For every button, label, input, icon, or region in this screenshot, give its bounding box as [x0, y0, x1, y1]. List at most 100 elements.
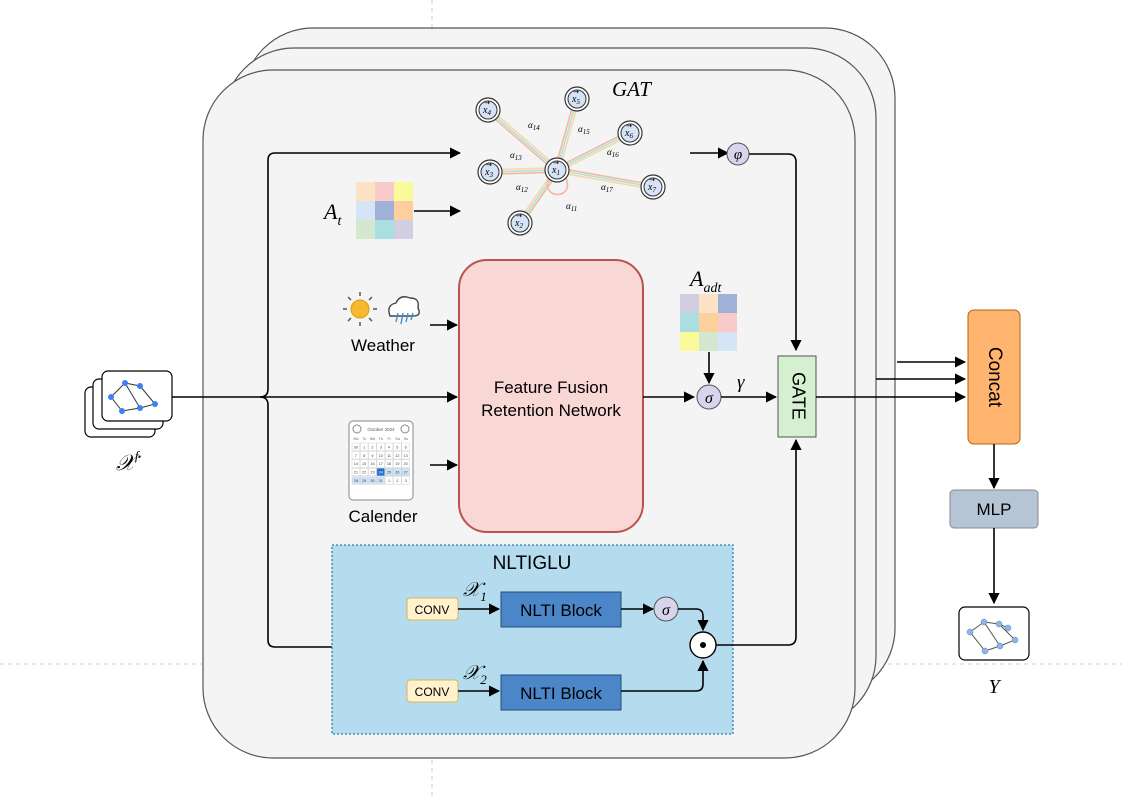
nltiglu-label: NLTIGLU	[493, 553, 572, 574]
gat-node-label: x4	[482, 105, 491, 117]
concat-label: Concat	[984, 347, 1005, 408]
calendar-day-number: 21	[354, 471, 358, 475]
gat-node-x1: x1→	[544, 157, 570, 183]
gat-node-label: x1	[551, 165, 560, 177]
calendar-day-number: 30	[354, 445, 358, 449]
calendar-day-number: 30	[370, 479, 374, 483]
gat-node-x7: x7→	[640, 174, 666, 200]
gat-node-core	[478, 100, 498, 120]
nlti-block-2-label: NLTI Block	[520, 684, 602, 703]
gat-node-label: x7	[647, 182, 656, 194]
gat-edge-x6	[556, 132, 631, 171]
calendar-day-number: 1	[363, 445, 365, 449]
sigma-to-product-arrow	[678, 608, 709, 632]
a-adt-matrix	[680, 294, 737, 351]
gat-node-x3: x3→	[477, 159, 503, 185]
calendar-weekday: We	[370, 437, 375, 441]
calendar-day-cell	[360, 468, 369, 477]
gat-edge-x7	[557, 167, 654, 186]
gat-node-core	[480, 162, 500, 182]
calendar-day-cell	[376, 451, 385, 460]
calendar-day-number: 4	[388, 445, 390, 449]
ffrn-label-line1: Feature Fusion	[494, 378, 608, 397]
gat-node-label: x3	[484, 167, 493, 179]
gat-node-core	[643, 177, 663, 197]
calendar-day-cell	[385, 468, 394, 477]
gat-node-label: x5	[571, 94, 580, 106]
calendar-day-number: 3	[380, 445, 382, 449]
calendar-day-cell	[360, 459, 369, 468]
calendar-day-cell	[385, 451, 394, 460]
calendar-day-number: 2	[371, 445, 373, 449]
calendar-day-cell	[401, 442, 410, 451]
conv-label-1: CONV	[415, 603, 450, 617]
calendar-day-number: 22	[362, 471, 366, 475]
calendar-day-cell	[368, 451, 377, 460]
gat-edge-x7	[556, 169, 654, 188]
gat-edge-x4	[486, 111, 557, 173]
nlti-block-2	[500, 674, 622, 711]
nlti2-to-product-arrow	[621, 659, 709, 692]
calendar-day-number: 1	[388, 479, 390, 483]
weather-label: Weather	[351, 336, 415, 355]
calendar-day-number: 31	[379, 479, 383, 483]
gat-title: GAT	[612, 77, 652, 101]
calendar-day-number: 10	[379, 454, 383, 458]
gat-self-loop	[546, 177, 569, 196]
sigma-label-2: σ	[662, 602, 671, 619]
calendar-day-number: 27	[404, 471, 408, 475]
ffrn-block	[458, 259, 644, 533]
calendar-day-number: 14	[354, 462, 358, 466]
calendar-month: October 2024	[367, 427, 395, 432]
calendar-day-cell	[385, 459, 394, 468]
gat-node-core	[547, 160, 567, 180]
gat-node-core	[620, 123, 640, 143]
phi-to-gate-arrow	[749, 153, 802, 352]
calendar-day-number: 9	[371, 454, 373, 458]
calendar-day-cell	[351, 451, 360, 460]
calendar-day-cell	[376, 442, 385, 451]
calendar-day-number: 12	[395, 454, 399, 458]
gat-edge-label-16: α16	[607, 147, 619, 159]
calendar-day-cell	[393, 468, 402, 477]
calendar-day-number: 25	[387, 471, 391, 475]
calendar-day-number: 5	[396, 445, 398, 449]
calendar-weekday: Mo	[354, 437, 359, 441]
calendar-day-cell	[368, 459, 377, 468]
calendar-day-number: 17	[379, 462, 383, 466]
gate-block	[777, 355, 817, 438]
gat-edge-label-15: α15	[578, 124, 590, 136]
calendar-day-number: 23	[370, 471, 374, 475]
calendar-day-cell	[393, 476, 402, 485]
calendar-day-cell	[401, 459, 410, 468]
gat-edge-x4	[487, 109, 558, 171]
gat-edge-x4	[488, 107, 559, 169]
output-label: Y	[988, 676, 1001, 698]
gat-node-vector-arrow: →	[553, 159, 559, 167]
a-adt-label: Aadt	[688, 266, 722, 296]
gat-nodes: x1→x2→x3→x4→x5→x6→x7→	[475, 86, 666, 236]
sun-icon	[343, 292, 377, 326]
gat-edge-label-11: α11	[566, 201, 577, 213]
calendar-day-number: 26	[395, 471, 399, 475]
calendar-label: Calender	[349, 507, 418, 526]
calendar-weekday: Sa	[395, 437, 399, 441]
gat-edge-label-13: α13	[510, 150, 522, 162]
gat-node-x4: x4→	[475, 97, 501, 123]
calendar-day-number: 6	[405, 445, 407, 449]
output-graph	[958, 606, 1030, 661]
calendar-day-cell	[368, 476, 377, 485]
gat-node-x6: x6→	[617, 120, 643, 146]
mlp-label: MLP	[977, 500, 1012, 519]
sigma-label: σ	[705, 390, 714, 407]
calendar-day-number: 19	[395, 462, 399, 466]
calendar-weekday: Tu	[362, 437, 366, 441]
calendar-day-cell	[401, 451, 410, 460]
elementwise-product-dot	[700, 642, 706, 648]
gate-label: GATE	[788, 372, 808, 420]
conv-label-2: CONV	[415, 685, 450, 699]
calendar-day-cell	[360, 476, 369, 485]
calendar-day-number: 16	[370, 462, 374, 466]
